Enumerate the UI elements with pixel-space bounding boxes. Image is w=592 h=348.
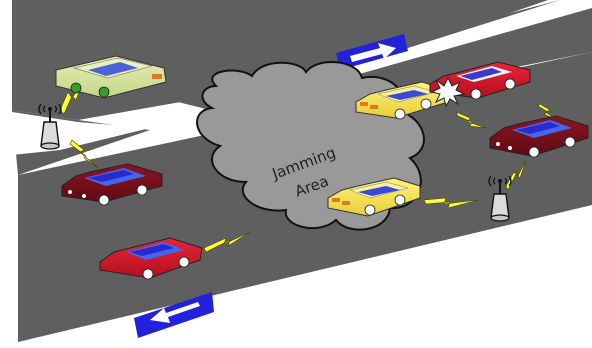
antenna-tower-icon xyxy=(38,103,62,150)
car-red xyxy=(99,237,203,280)
car-yellow xyxy=(355,81,449,120)
direction-arrow-right-icon xyxy=(336,34,408,70)
upper-road xyxy=(12,0,548,120)
car-darkred xyxy=(489,115,589,158)
car-darkred xyxy=(61,163,163,206)
lightning-signal-icon xyxy=(423,197,479,209)
lightning-signal-icon xyxy=(69,139,99,169)
lightning-signal-icon xyxy=(455,111,487,129)
car-green xyxy=(55,55,167,99)
road-top-edge xyxy=(300,0,592,88)
antenna-tower-icon xyxy=(488,175,512,222)
car-yellow xyxy=(327,177,421,217)
direction-arrow-left-icon xyxy=(134,292,214,338)
lightning-signal-icon xyxy=(203,231,251,253)
collision-burst-icon xyxy=(430,76,466,108)
